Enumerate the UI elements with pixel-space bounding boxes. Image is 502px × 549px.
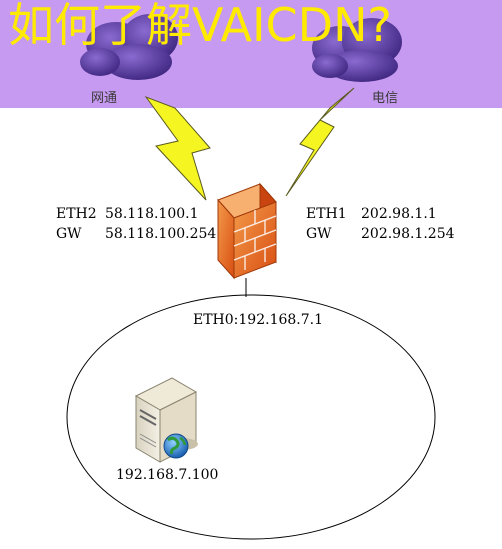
eth1-name: ETH1 — [306, 206, 347, 222]
eth1-gw-label: GW — [306, 226, 332, 242]
lightning-link-right — [285, 87, 355, 197]
server-ip-label: 192.168.7.100 — [116, 467, 219, 483]
cloud-icon-right — [312, 18, 402, 82]
eth2-name: ETH2 — [56, 206, 97, 222]
cloud-icon-left — [80, 14, 178, 80]
firewall-icon — [217, 182, 277, 280]
isp-left-label: 网通 — [91, 91, 118, 106]
isp-right-label: 电信 — [372, 91, 399, 106]
eth2-gw-label: GW — [56, 226, 82, 242]
eth1-gw: 202.98.1.254 — [361, 226, 455, 242]
globe-icon — [163, 433, 189, 459]
lightning-link-left — [144, 95, 211, 201]
eth2-ip: 58.118.100.1 — [105, 206, 199, 222]
eth2-gw: 58.118.100.254 — [105, 226, 217, 242]
eth0-label: ETH0:192.168.7.1 — [193, 312, 323, 328]
eth1-ip: 202.98.1.1 — [361, 206, 437, 222]
lan-boundary — [66, 294, 436, 540]
page-title: 如何了解VAICDN? — [8, 0, 392, 52]
